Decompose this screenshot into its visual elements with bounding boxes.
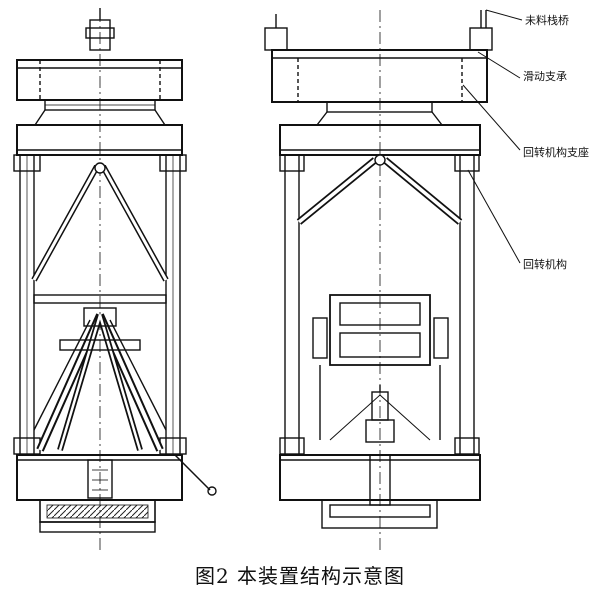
structure-diagram: 未料栈桥 滑动支承 回转机构支座 回转机构 bbox=[13, 8, 589, 550]
callout-label-slide: 滑动支承 bbox=[523, 70, 567, 83]
right-view bbox=[264, 10, 493, 550]
callout-label-pivot-support: 回转机构支座 bbox=[523, 145, 589, 159]
callout-label-slew: 回转机构 bbox=[523, 257, 567, 271]
callout-label-bridge: 未料栈桥 bbox=[525, 13, 569, 27]
figure-caption: 图2 本装置结构示意图 bbox=[194, 564, 406, 588]
left-view bbox=[13, 8, 217, 550]
callout-leaders bbox=[462, 9, 523, 264]
